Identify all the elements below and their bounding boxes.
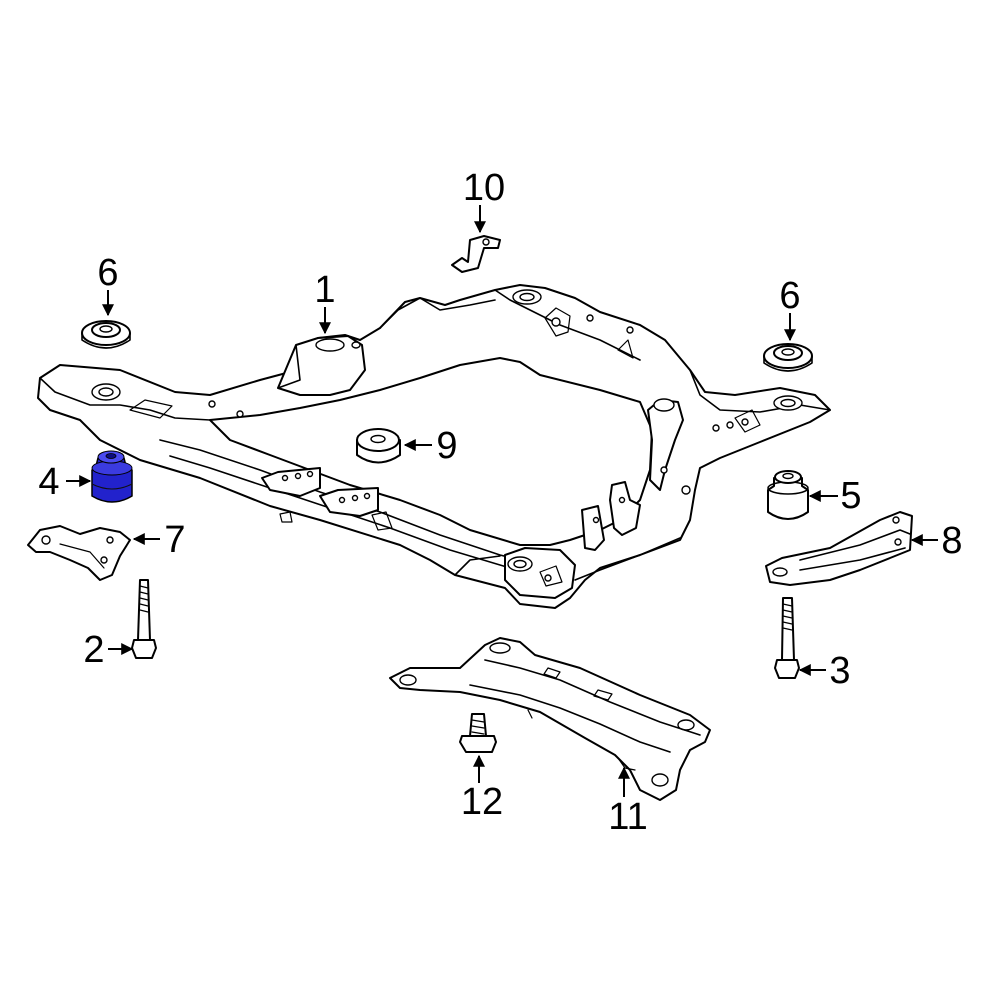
callout-8: 8 xyxy=(941,520,962,562)
bolt-part-12 xyxy=(459,713,497,753)
subframe-part xyxy=(37,284,831,609)
bolt-part-2 xyxy=(131,579,157,659)
callout-12: 12 xyxy=(461,781,503,823)
callout-6-left: 6 xyxy=(97,252,118,294)
callout-3: 3 xyxy=(829,650,850,692)
bushing-part-5 xyxy=(767,470,809,520)
crossmember-part-11 xyxy=(389,637,711,801)
callout-10: 10 xyxy=(463,167,505,209)
callout-11: 11 xyxy=(608,796,647,838)
callout-arrows xyxy=(66,205,938,797)
isolator-left-part xyxy=(81,320,131,349)
isolator-right-part xyxy=(763,343,813,372)
bushing-part-4-highlighted xyxy=(91,450,133,503)
callout-2: 2 xyxy=(83,629,104,671)
bracket-part-7 xyxy=(27,525,131,581)
callout-1: 1 xyxy=(314,269,335,311)
callout-5: 5 xyxy=(840,475,861,517)
bushing-part-9 xyxy=(356,428,401,464)
callout-labels: 1 2 3 4 5 6 6 7 8 9 10 11 12 xyxy=(38,167,962,838)
callout-9: 9 xyxy=(436,425,457,467)
callout-4: 4 xyxy=(38,461,59,503)
brace-part-8 xyxy=(765,511,913,586)
callout-6-right: 6 xyxy=(779,275,800,317)
bolt-part-3 xyxy=(774,597,800,679)
callout-7: 7 xyxy=(164,519,185,561)
bracket-part-10 xyxy=(451,235,501,273)
